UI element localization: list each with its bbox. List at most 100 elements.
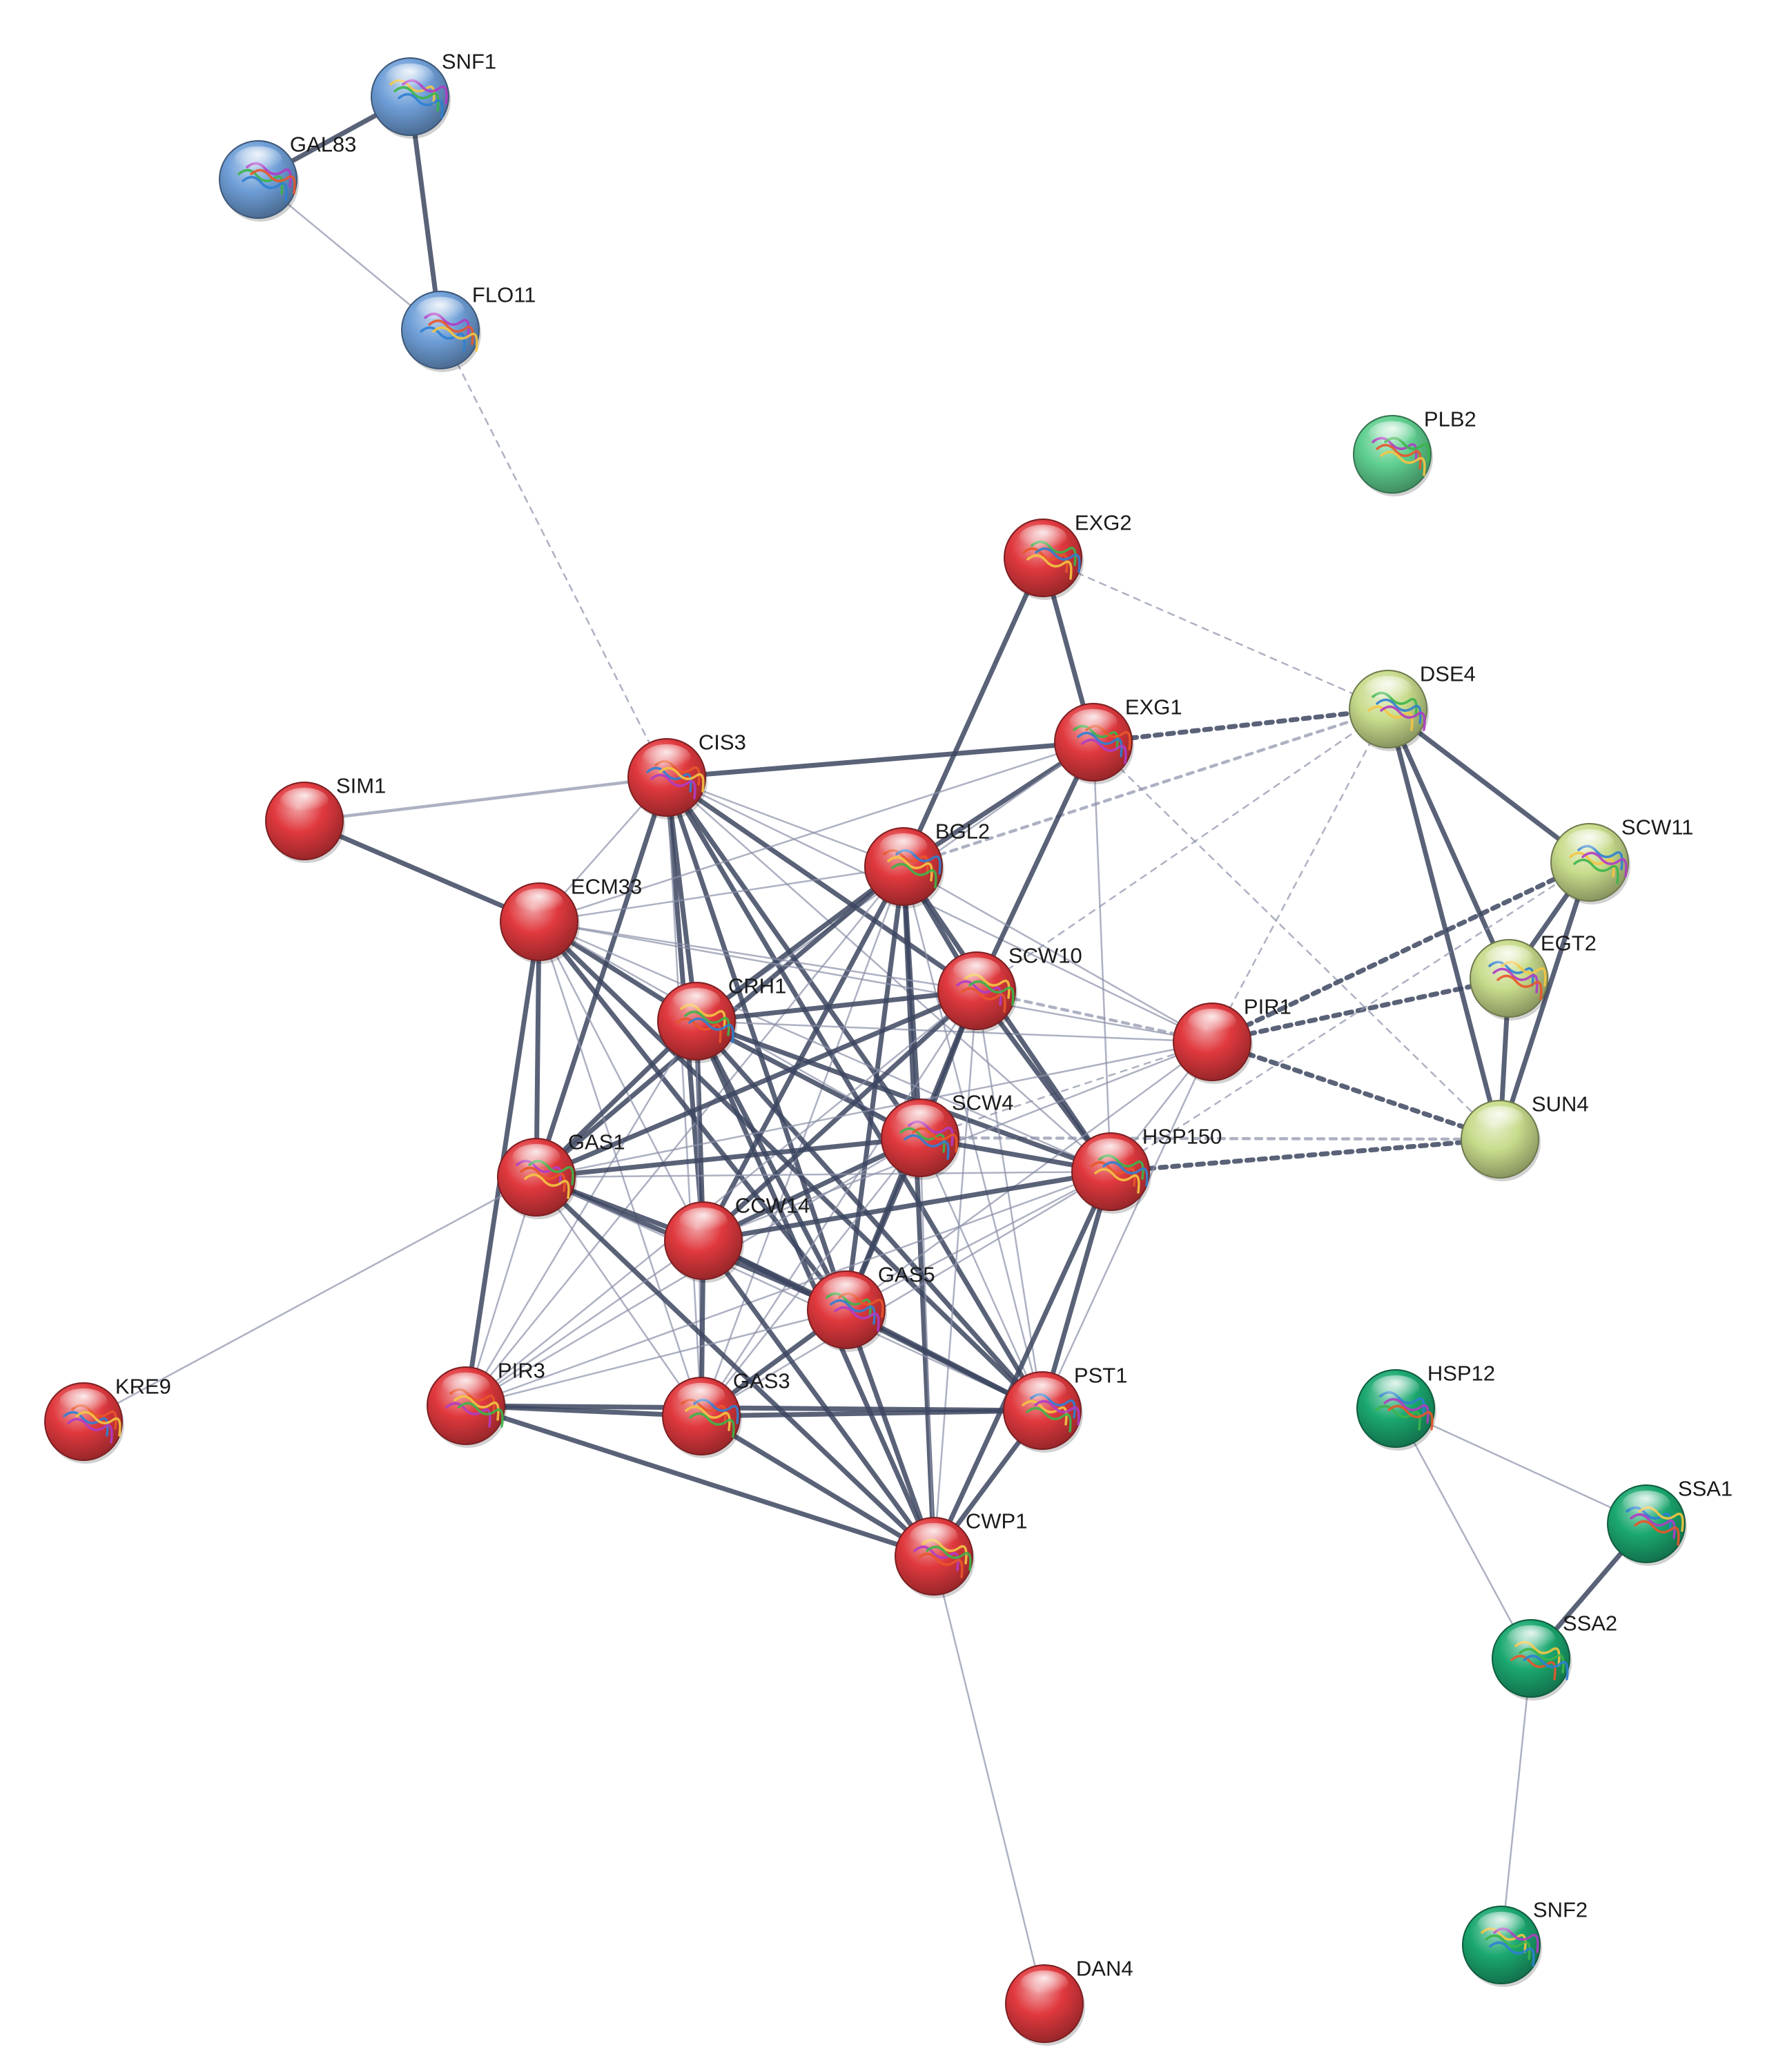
edge-bgl2-hsp150[interactable]	[901, 864, 1113, 1174]
edge-cis3-scw10[interactable]	[664, 775, 979, 994]
node-ssa2[interactable]: SSA2	[1492, 1611, 1617, 1701]
edge-scw4-sun4[interactable]	[918, 1136, 1502, 1141]
edge-ecm33-gas1[interactable]	[534, 919, 542, 1180]
edge-pir1-dse4[interactable]	[1211, 708, 1389, 1043]
node-scw4[interactable]: SCW4	[881, 1091, 1013, 1180]
node-scw10[interactable]: SCW10	[937, 944, 1082, 1033]
edge-exg1-dse4[interactable]	[1091, 706, 1391, 745]
edge-exg1-sun4[interactable]	[1092, 741, 1501, 1141]
node-snf2[interactable]: SNF2	[1462, 1898, 1588, 1987]
edge-pir1-sun4[interactable]	[1209, 1039, 1503, 1142]
edge-exg2-bgl2[interactable]	[901, 555, 1046, 869]
edge-gas3-pst1[interactable]	[699, 1408, 1045, 1419]
node-gas1[interactable]: GAS1	[497, 1130, 625, 1219]
node-gal83[interactable]: GAL83	[219, 133, 356, 222]
edge-bgl2-cwp1[interactable]	[901, 864, 937, 1559]
edge-bgl2-ccw14[interactable]	[701, 864, 906, 1243]
edge-cis3-bgl2[interactable]	[665, 776, 905, 868]
edge-gas5-pir3[interactable]	[465, 1308, 848, 1407]
node-exg1[interactable]: EXG1	[1054, 695, 1182, 784]
edge-scw10-cwp1[interactable]	[933, 989, 978, 1558]
edge-pir3-cwp1[interactable]	[463, 1403, 937, 1559]
edge-pir1-gas5[interactable]	[845, 1040, 1213, 1311]
edge-ecm33-scw10[interactable]	[538, 920, 978, 992]
node-bgl2[interactable]: BGL2	[864, 820, 990, 909]
node-ecm33[interactable]: ECM33	[500, 875, 642, 964]
edge-ecm33-pst1[interactable]	[536, 919, 1045, 1413]
edge-crh1-gas5[interactable]	[694, 1018, 849, 1313]
edge-gas1-cwp1[interactable]	[534, 1174, 937, 1559]
edge-bgl2-crh1[interactable]	[694, 864, 906, 1024]
edge-gas3-cwp1[interactable]	[699, 1413, 937, 1559]
node-sim1[interactable]: SIM1	[265, 774, 386, 863]
node-gas3[interactable]: GAS3	[662, 1369, 790, 1458]
edge-gas1-kre9[interactable]	[82, 1176, 538, 1423]
edge-hsp150-pst1[interactable]	[1040, 1169, 1113, 1413]
edge-crh1-pir1[interactable]	[695, 1020, 1213, 1043]
edge-scw11-sun4[interactable]	[1497, 860, 1592, 1142]
edge-gal83-flo11[interactable]	[257, 178, 442, 331]
edge-crh1-hsp150[interactable]	[694, 1018, 1113, 1174]
edge-bgl2-pir1[interactable]	[902, 865, 1213, 1043]
edge-dse4-sun4[interactable]	[1385, 706, 1503, 1142]
edge-cis3-exg1[interactable]	[664, 739, 1096, 780]
edge-exg1-ecm33[interactable]	[538, 741, 1095, 923]
edge-ssa2-snf2[interactable]	[1500, 1657, 1532, 1946]
edge-hsp150-gas5[interactable]	[845, 1170, 1112, 1311]
node-dse4[interactable]: DSE4	[1349, 662, 1476, 751]
edge-hsp150-sun4[interactable]	[1108, 1136, 1503, 1174]
node-ccw14[interactable]: CCW14	[664, 1194, 810, 1283]
edge-cis3-gas3[interactable]	[665, 776, 703, 1417]
edge-exg1-scw10[interactable]	[974, 739, 1096, 994]
edge-scw4-ccw14[interactable]	[701, 1135, 923, 1243]
node-scw11[interactable]: SCW11	[1550, 815, 1693, 904]
edge-crh1-pir3[interactable]	[465, 1020, 698, 1407]
node-egt2[interactable]: EGT2	[1470, 931, 1597, 1020]
edge-scw4-gas1[interactable]	[534, 1135, 923, 1180]
node-kre9[interactable]: KRE9	[44, 1375, 171, 1464]
node-dan4[interactable]: DAN4	[1005, 1957, 1133, 2046]
edge-scw4-pir1[interactable]	[919, 1040, 1213, 1139]
edge-exg1-hsp150[interactable]	[1092, 741, 1112, 1173]
edge-ccw14-pir3[interactable]	[465, 1239, 705, 1407]
edge-bgl2-pst1[interactable]	[902, 865, 1044, 1412]
edge-gas1-pst1[interactable]	[535, 1176, 1044, 1412]
edge-scw10-gas1[interactable]	[534, 988, 979, 1180]
node-cis3[interactable]: CIS3	[627, 730, 746, 820]
node-ssa1[interactable]: SSA1	[1607, 1477, 1733, 1566]
edge-ecm33-ccw14[interactable]	[538, 920, 705, 1242]
edge-pir1-scw11[interactable]	[1209, 860, 1592, 1045]
edge-scw10-dse4[interactable]	[975, 708, 1389, 992]
node-crh1[interactable]: CRH1	[657, 974, 786, 1063]
edge-gas5-cwp1[interactable]	[843, 1307, 937, 1559]
edge-hsp150-pir3[interactable]	[465, 1170, 1112, 1407]
edge-hsp150-gas3[interactable]	[700, 1170, 1112, 1417]
edge-exg2-dse4[interactable]	[1042, 556, 1389, 710]
edge-hsp150-cwp1[interactable]	[931, 1169, 1113, 1559]
node-plb2[interactable]: PLB2	[1353, 407, 1476, 496]
node-pir3[interactable]: PIR3	[427, 1359, 545, 1448]
edge-gas1-hsp150[interactable]	[535, 1170, 1112, 1179]
node-hsp150[interactable]: HSP150	[1071, 1125, 1222, 1214]
edge-scw4-cwp1[interactable]	[919, 1136, 935, 1558]
node-hsp12[interactable]: HSP12	[1356, 1362, 1495, 1451]
edge-scw10-pir1[interactable]	[975, 989, 1214, 1044]
edge-pir1-pst1[interactable]	[1041, 1040, 1213, 1412]
edge-gas1-pir3[interactable]	[465, 1176, 538, 1407]
node-pir1[interactable]: PIR1	[1173, 995, 1291, 1084]
edge-ecm33-pir1[interactable]	[538, 920, 1213, 1043]
edge-cis3-gas1[interactable]	[534, 775, 670, 1180]
edge-gas1-gas3[interactable]	[535, 1176, 703, 1417]
edge-ccw14-cwp1[interactable]	[701, 1238, 937, 1559]
edge-flo11-cis3[interactable]	[439, 329, 668, 779]
edge-bgl2-dse4[interactable]	[901, 707, 1390, 869]
edge-scw10-gas3[interactable]	[700, 989, 978, 1417]
node-flo11[interactable]: FLO11	[401, 283, 536, 372]
node-pst1[interactable]: PST1	[1003, 1364, 1127, 1453]
node-sun4[interactable]: SUN4	[1461, 1092, 1589, 1181]
node-exg2[interactable]: EXG2	[1004, 511, 1132, 600]
edge-sim1-cis3[interactable]	[302, 775, 669, 823]
edge-hsp150-ccw14[interactable]	[701, 1169, 1113, 1243]
edge-bgl2-ecm33[interactable]	[538, 865, 905, 923]
node-gas5[interactable]: GAS5	[807, 1263, 935, 1352]
